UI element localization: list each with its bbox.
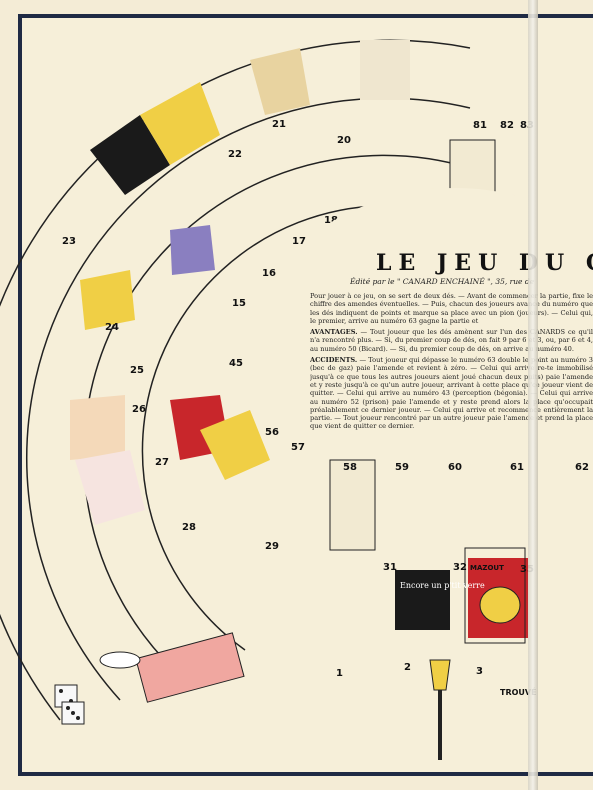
gas-lamp	[429, 659, 451, 760]
cell-35-frame	[464, 547, 526, 644]
square-62: 62	[575, 462, 589, 473]
rules-intro: Pour jouer à ce jeu, on se sert de deux …	[310, 292, 593, 325]
square-29: 29	[265, 541, 279, 552]
game-title: LE JEU DU CA	[376, 250, 593, 276]
square-1: 1	[336, 668, 343, 679]
dice-cup	[135, 632, 245, 703]
rules-accidents: ACCIDENTS. — Tout joueur qui dépasse le …	[310, 356, 593, 431]
square-15: 15	[232, 298, 246, 309]
square-17: 17	[292, 236, 306, 247]
square-23: 24	[105, 322, 119, 333]
square-60: 60	[448, 462, 462, 473]
cell-58-frame	[329, 459, 376, 551]
cell-yellow-inner	[200, 410, 270, 480]
square-56: 56	[265, 427, 279, 438]
cell-black	[90, 115, 170, 195]
chalkboard-text: Encore un p'tit verre	[400, 581, 485, 590]
dice	[54, 684, 85, 725]
square-31: 31	[383, 562, 397, 573]
square-28: 28	[182, 522, 196, 533]
avantages-text: — Tout joueur que les dés amènent sur l'…	[310, 328, 593, 353]
square-82: 82	[500, 120, 514, 131]
square-25: 25	[130, 365, 144, 376]
cat-shape	[479, 586, 521, 624]
square-57: 57	[291, 442, 305, 453]
square-16: 16	[262, 268, 276, 279]
center-panel	[305, 188, 593, 450]
rules-avantages: AVANTAGES. — Tout joueur que les dés amè…	[310, 328, 593, 353]
square-81: 81	[473, 120, 487, 131]
square-ring-23: 23	[62, 236, 76, 247]
editor-line: Édité par le " CANARD ENCHAINÉ ", 35, ru…	[350, 277, 535, 286]
square-35: 35	[520, 564, 534, 575]
square-20: 20	[337, 135, 351, 146]
square-83: 83	[520, 120, 534, 131]
accidents-heading: ACCIDENTS.	[310, 356, 358, 365]
square-61: 61	[510, 462, 524, 473]
square-45: 45	[229, 358, 243, 369]
square-27: 27	[155, 457, 169, 468]
square-32: 32	[453, 562, 467, 573]
cell-pink	[75, 450, 145, 525]
cell-tan	[250, 48, 310, 115]
cell-light	[360, 40, 410, 100]
cell-violet	[170, 225, 215, 275]
trouve-sign: TROUVÉ	[500, 686, 537, 697]
chalkboard	[395, 570, 450, 630]
duck-beak	[99, 651, 141, 669]
square-21: 21	[272, 119, 286, 130]
cell-yellow	[140, 82, 220, 165]
mazout-sign: MAZOUT	[470, 564, 504, 572]
square-18: 18	[324, 215, 338, 226]
square-26: 26	[132, 404, 146, 415]
cell-peach	[70, 395, 125, 460]
square-58: 58	[343, 462, 357, 473]
square-numbers: 81 82 83 84 24 23 22 21 20 19 18 17 16 1…	[62, 119, 589, 679]
square-2: 2	[404, 662, 411, 673]
square-59: 59	[395, 462, 409, 473]
rules-text: Pour jouer à ce jeu, on se sert de deux …	[310, 292, 593, 442]
square-22: 22	[228, 149, 242, 160]
square-3: 3	[476, 666, 483, 677]
accidents-text: — Tout joueur qui dépasse le numéro 63 d…	[310, 356, 593, 431]
track-cells	[70, 40, 528, 644]
elastic-strap	[528, 0, 538, 790]
cell-yellow-left	[80, 270, 135, 330]
avantages-heading: AVANTAGES.	[310, 328, 358, 337]
